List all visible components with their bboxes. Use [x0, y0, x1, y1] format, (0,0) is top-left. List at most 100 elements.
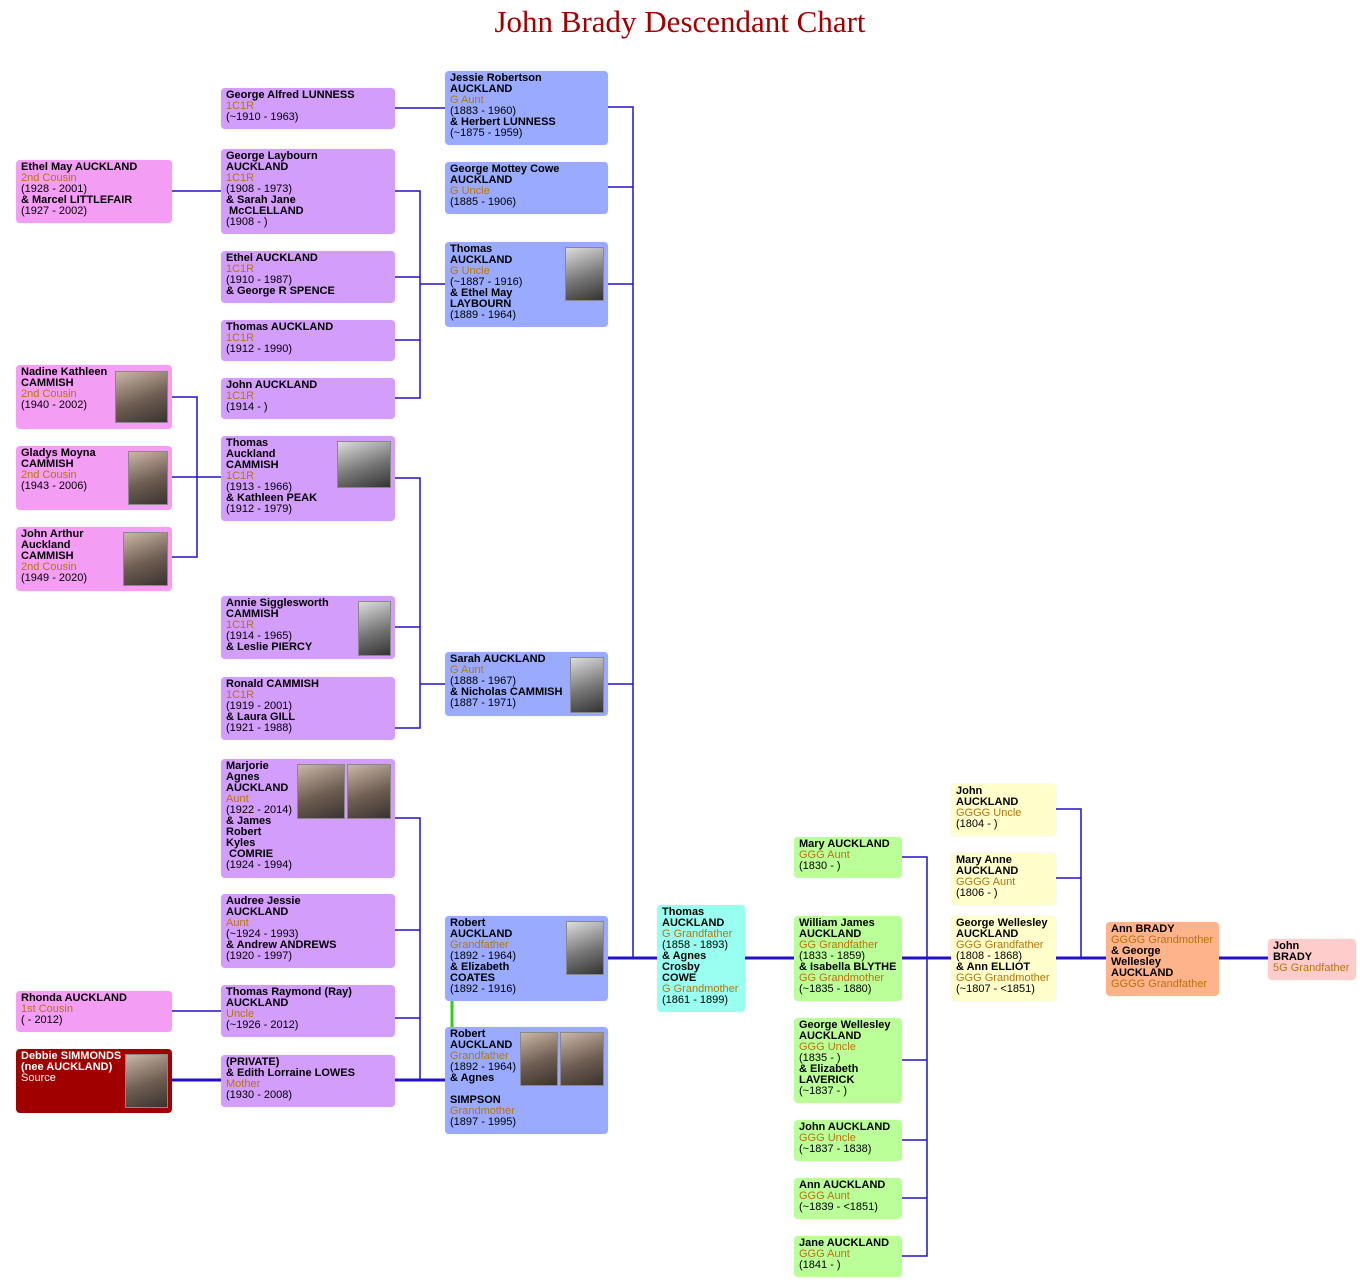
- person-dates: (1806 - ): [956, 887, 998, 899]
- relationship-label: GGGG Aunt: [956, 876, 1016, 888]
- portrait-photo[interactable]: [520, 1032, 558, 1086]
- person-dates: (1883 - 1960): [450, 105, 517, 117]
- portrait-photo[interactable]: [570, 657, 604, 713]
- person-dates: (~1807 - <1851): [956, 983, 1035, 995]
- person-dates: (1892 - 1964): [450, 1061, 517, 1073]
- portrait-photo[interactable]: [560, 1032, 604, 1086]
- portrait-photo[interactable]: [115, 371, 168, 423]
- relationship-label: Mother: [226, 1078, 261, 1090]
- portrait-photo[interactable]: [128, 451, 168, 505]
- portrait-photo[interactable]: [565, 247, 604, 301]
- person-name: CAMMISH: [21, 377, 74, 389]
- person-name: & George R SPENCE: [226, 285, 335, 297]
- relationship-label: GGG Aunt: [799, 849, 850, 861]
- person-name: Thomas Raymond (Ray): [226, 986, 352, 998]
- person-dates: (1914 - 1965): [226, 630, 293, 642]
- person-dates: (1912 - 1979): [226, 503, 293, 515]
- connector-line: [395, 190, 421, 399]
- portrait-photo[interactable]: [358, 601, 391, 656]
- relationship-label: GGG Aunt: [799, 1190, 850, 1202]
- portrait-photo[interactable]: [297, 764, 345, 819]
- person-dates: (1808 - 1868): [956, 950, 1023, 962]
- person-box-debbie[interactable]: Debbie SIMMONDS(nee AUCKLAND)Source: [16, 1049, 172, 1113]
- relationship-label: GGG Uncle: [799, 1041, 856, 1053]
- person-name: George Laybourn: [226, 150, 318, 162]
- person-dates: (1920 - 1997): [226, 950, 293, 962]
- relationship-label: GGG Grandmother: [956, 972, 1050, 984]
- portrait-photo[interactable]: [337, 441, 391, 488]
- person-name: William James: [799, 917, 875, 929]
- person-name: McCLELLAND: [226, 205, 304, 217]
- person-dates: (1888 - 1967): [450, 675, 517, 687]
- relationship-label: GGG Aunt: [799, 1248, 850, 1260]
- person-dates: (1921 - 1988): [226, 722, 293, 734]
- person-name: Robert: [226, 826, 262, 838]
- person-name: George Wellesley: [799, 1019, 891, 1031]
- portrait-photo[interactable]: [347, 764, 391, 819]
- relationship-label: Grandfather: [450, 1050, 509, 1062]
- portrait-photo[interactable]: [566, 921, 604, 975]
- relationship-label: Aunt: [226, 793, 249, 805]
- person-dates: (~1926 - 2012): [226, 1019, 299, 1031]
- person-name: AUCKLAND: [450, 174, 513, 186]
- portrait-photo[interactable]: [125, 1054, 168, 1108]
- relationship-label: GG Grandfather: [799, 939, 878, 951]
- person-name: & Kathleen PEAK: [226, 492, 318, 504]
- relationship-label: 5G Grandfather: [1273, 962, 1350, 974]
- person-name: Marjorie: [226, 760, 269, 772]
- person-name: Agnes: [226, 771, 260, 783]
- person-name: & Andrew ANDREWS: [226, 939, 337, 951]
- relationship-label: 2nd Cousin: [21, 469, 77, 481]
- person-name: & Sarah Jane: [226, 194, 296, 206]
- person-name: AUCKLAND: [226, 906, 289, 918]
- person-name: George Mottey Cowe: [450, 163, 560, 175]
- person-name: Crosby: [662, 961, 700, 973]
- person-name: (nee AUCKLAND): [21, 1061, 113, 1073]
- portrait-photo[interactable]: [123, 532, 168, 586]
- person-name: AUCKLAND: [1111, 967, 1174, 979]
- relationship-label: GG Grandmother: [799, 972, 884, 984]
- person-name: & Nicholas CAMMISH: [450, 686, 563, 698]
- person-dates: (1897 - 1995): [450, 1116, 517, 1128]
- relationship-label: GGG Grandfather: [956, 939, 1044, 951]
- relationship-label: G Aunt: [450, 94, 484, 106]
- person-name: Robert: [450, 917, 486, 929]
- person-dates: (~1839 - <1851): [799, 1201, 878, 1213]
- person-name: Robert: [450, 1028, 486, 1040]
